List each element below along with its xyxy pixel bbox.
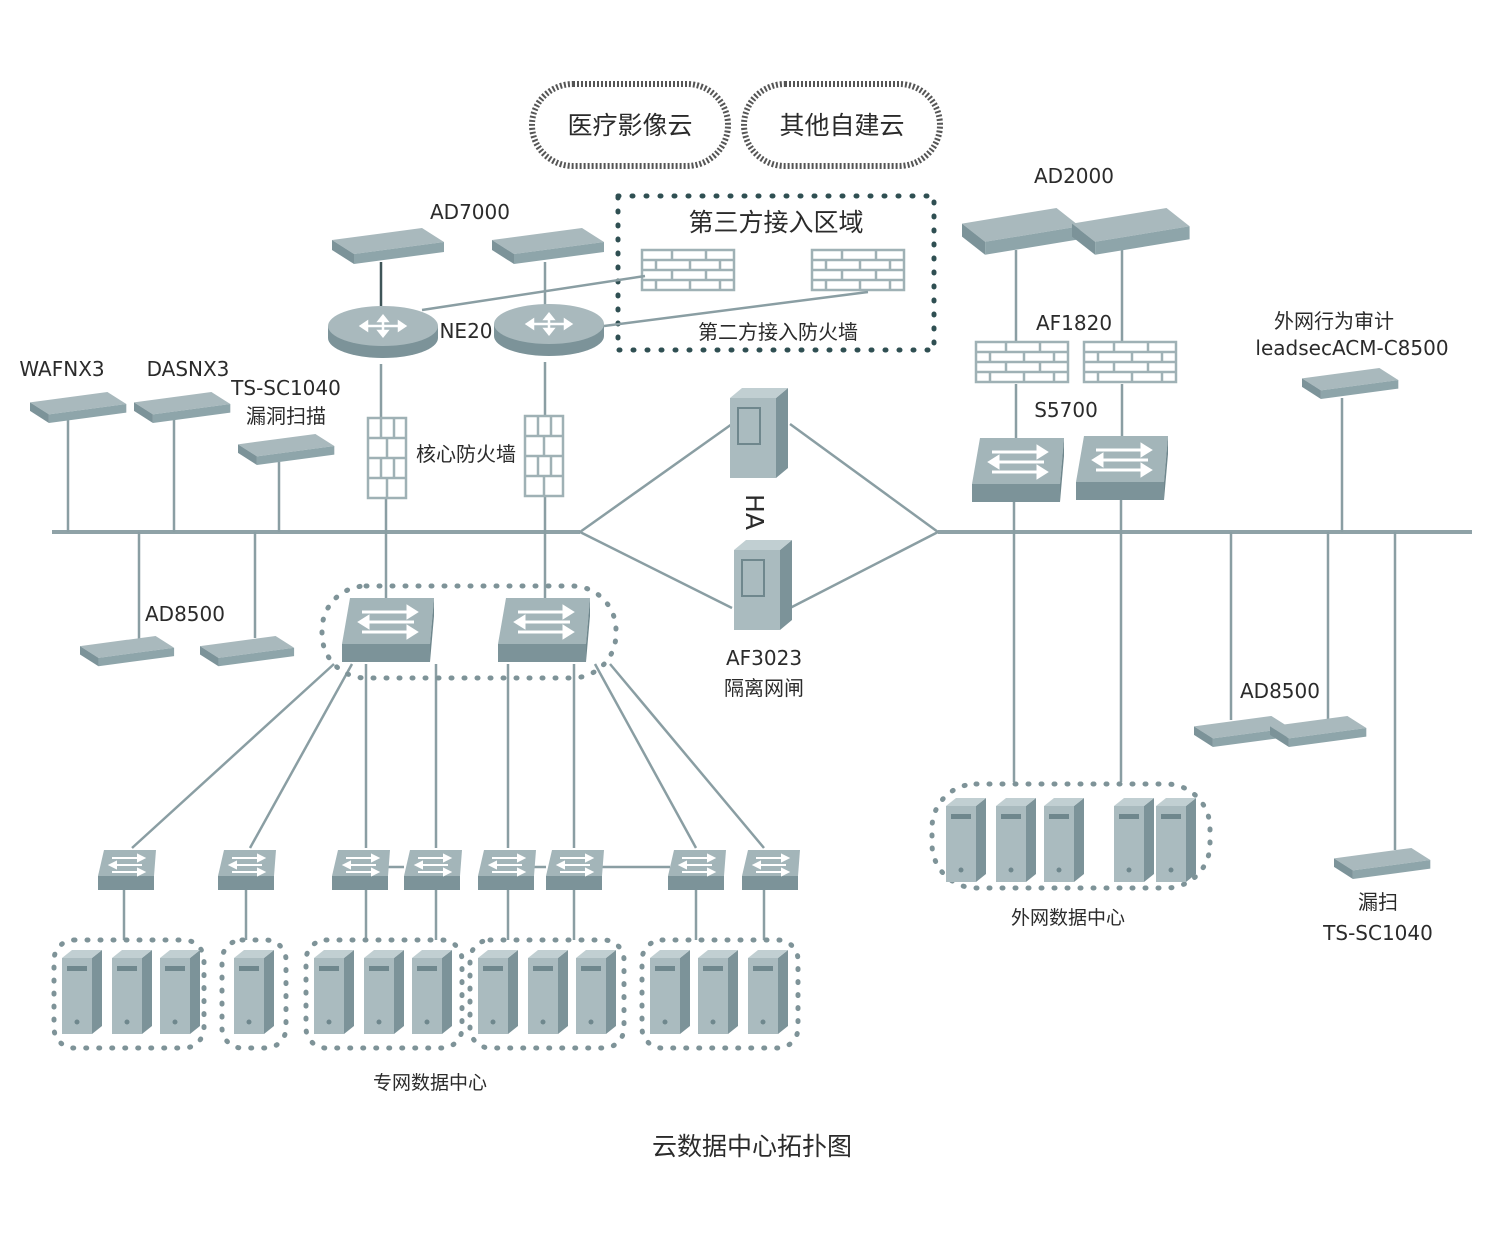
access-switch-8: [741, 849, 801, 891]
scan-right-label-line1: 漏扫: [1358, 890, 1398, 914]
third-party-title: 第三方接入区域: [688, 208, 863, 237]
third-party-firewall-left: [640, 248, 736, 292]
s5700-label: S5700: [1034, 398, 1098, 422]
ad8500-left-label: AD8500: [145, 602, 225, 626]
external-dc-label: 外网数据中心: [1011, 907, 1125, 929]
ad8500-right-device-2: [1270, 716, 1367, 747]
private-dc-servers: [62, 950, 788, 1034]
s5700-switch-left: [970, 436, 1066, 504]
ne20-router-right: [492, 302, 606, 358]
core-switch-left: [340, 596, 436, 664]
third-party-zone: [615, 193, 937, 353]
ad2000-device-right: [1072, 208, 1190, 255]
core-switch-right: [496, 596, 592, 664]
scan-right-device: [1334, 848, 1431, 879]
audit-label-line2: leadsecACM-C8500: [1255, 336, 1448, 360]
wafnx3-label: WAFNX3: [19, 357, 104, 381]
core-firewall-left: [366, 416, 408, 500]
af1820-label: AF1820: [1036, 311, 1112, 335]
access-switch-3: [331, 849, 391, 891]
ha-label: HA: [740, 494, 769, 530]
ne20-router-left: [326, 304, 440, 360]
cloud-medical-label: 医疗影像云: [567, 111, 692, 140]
external-dc-servers: [946, 798, 1196, 882]
core-switch-group: [319, 583, 619, 681]
access-switch-6: [545, 849, 605, 891]
ad2000-label: AD2000: [1034, 164, 1114, 188]
ad7000-device-right: [492, 228, 604, 264]
gap-device-bottom: [733, 539, 793, 631]
af1820-firewall-left: [974, 340, 1070, 384]
vuln-scan-label: 漏洞扫描: [246, 404, 326, 428]
ad2000-device-left: [962, 208, 1080, 255]
ad8500-left-device-1: [80, 636, 175, 667]
audit-device: [1302, 368, 1399, 399]
ts-sc1040-left-device: [238, 434, 335, 465]
af3023-label: AF3023: [726, 646, 802, 670]
ne20-label: NE20: [439, 319, 492, 343]
third-party-firewall-right: [810, 248, 906, 292]
access-switch-5: [477, 849, 537, 891]
private-dc-server-groups: [51, 937, 801, 1051]
audit-label-line1: 外网行为审计: [1274, 309, 1394, 333]
access-switch-1: [97, 849, 157, 891]
connection-lines: [52, 250, 1472, 940]
cloud-other-self-built: 其他自建云: [741, 81, 943, 169]
core-firewall-label: 核心防火墙: [416, 442, 516, 466]
ad8500-left-device-2: [200, 636, 295, 667]
ad8500-right-label: AD8500: [1240, 679, 1320, 703]
gap-device-top: [729, 387, 789, 479]
external-dc-group: [929, 781, 1213, 891]
ad7000-device-left: [332, 228, 444, 264]
scan-right-label-line2: TS-SC1040: [1322, 921, 1433, 945]
wafnx3-device: [30, 392, 127, 423]
dasnx3-label: DASNX3: [147, 357, 230, 381]
access-switch-7: [667, 849, 727, 891]
cloud-other-label: 其他自建云: [779, 111, 904, 140]
access-switch-4: [403, 849, 463, 891]
core-firewall-right: [523, 414, 565, 498]
ad7000-label: AD7000: [430, 200, 510, 224]
private-dc-label: 专网数据中心: [373, 1072, 487, 1094]
af1820-firewall-right: [1082, 340, 1178, 384]
dasnx3-device: [134, 392, 231, 423]
third-party-firewall-label: 第二方接入防火墙: [698, 320, 858, 344]
gap-label: 隔离网闸: [724, 676, 804, 700]
ts-sc1040-left-label: TS-SC1040: [230, 376, 341, 400]
diagram-caption: 云数据中心拓扑图: [652, 1132, 852, 1161]
s5700-switch-right: [1074, 434, 1170, 502]
cloud-medical-imaging: 医疗影像云: [529, 81, 731, 169]
access-switch-2: [217, 849, 277, 891]
